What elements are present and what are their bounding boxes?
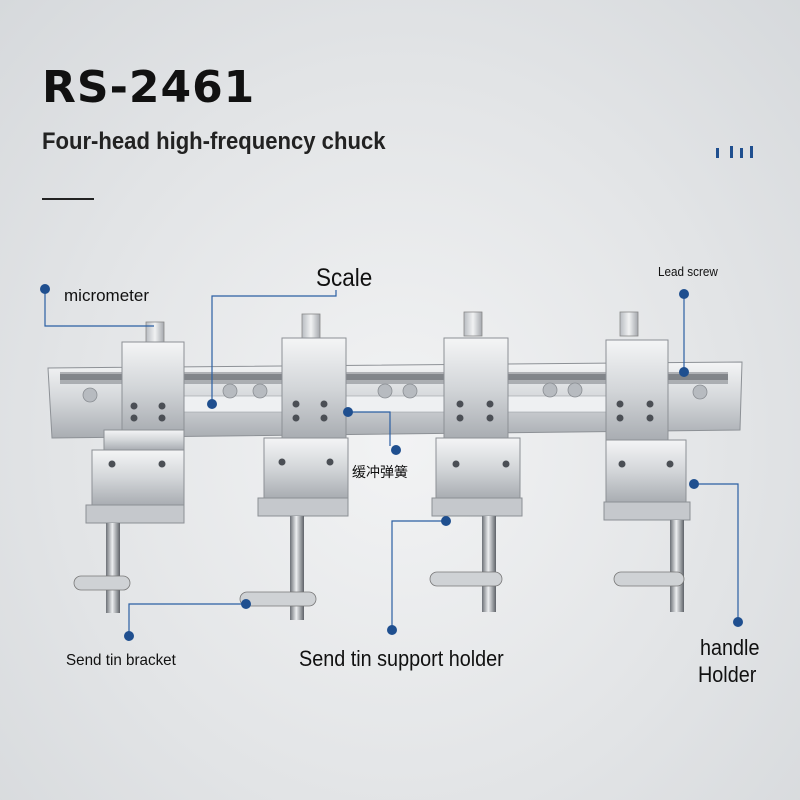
label-holder: Holder [698, 662, 757, 687]
label-handle: handle [700, 635, 760, 660]
chuck-head-4 [603, 311, 691, 612]
product-model-title: RS-2461 [42, 62, 256, 113]
label-micrometer: micrometer [64, 286, 150, 305]
label-send-tin-support-holder: Send tin support holder [299, 646, 504, 671]
chuck-head-1 [73, 321, 185, 613]
label-buffer-spring: 缓冲弹簧 [352, 464, 408, 480]
rail-holes [82, 382, 708, 403]
chuck-head-3 [429, 311, 523, 612]
leader-lines [44, 290, 739, 636]
decorative-tick-marks [716, 146, 753, 158]
label-lead-screw: Lead screw [658, 264, 718, 279]
product-subtitle: Four-head high-frequency chuck [42, 128, 386, 155]
label-scale: Scale [316, 264, 373, 292]
label-send-tin-bracket: Send tin bracket [66, 652, 176, 669]
callout-dots [40, 284, 743, 641]
head-bolts [108, 400, 674, 468]
chuck-head-2 [239, 313, 349, 620]
title-divider [42, 198, 94, 200]
